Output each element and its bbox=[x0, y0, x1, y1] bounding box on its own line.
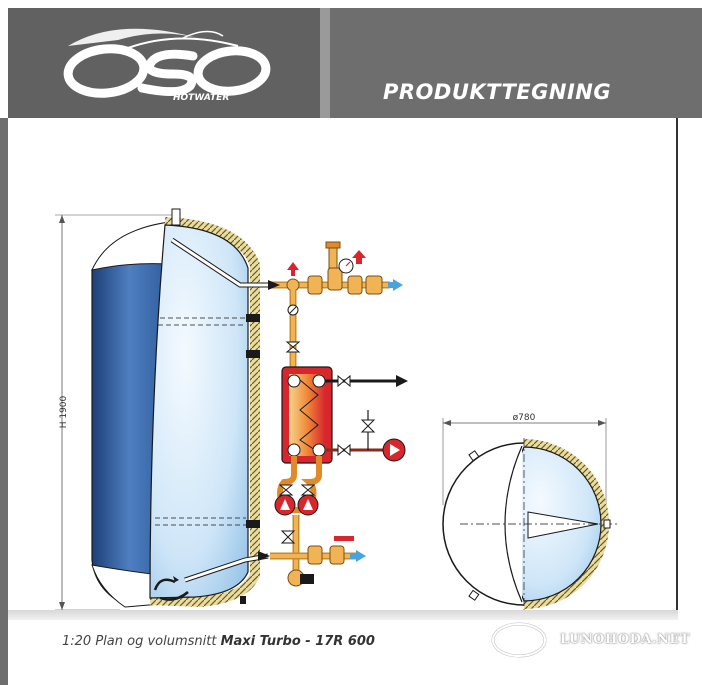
watermark-text: LUNOHODA.NET bbox=[560, 632, 690, 647]
header-bar: HOTWATER PRODUKTTEGNING bbox=[8, 8, 702, 118]
right-frame-line bbox=[676, 118, 678, 618]
ground-band bbox=[8, 610, 678, 620]
watermark-emblem-icon bbox=[491, 622, 547, 658]
hotwater-wordmark: HOTWATER bbox=[173, 93, 229, 103]
cold-in-arrow-top bbox=[388, 279, 403, 291]
drawing-caption: 1:20 Plan og volumsnitt Maxi Turbo - 17R… bbox=[62, 634, 375, 649]
page-title: PRODUKTTEGNING bbox=[383, 80, 612, 104]
hot-relief-arrow bbox=[352, 250, 366, 264]
caption-model: Maxi Turbo - 17R 600 bbox=[220, 634, 375, 649]
tank-side-view bbox=[91, 208, 270, 608]
header-divider bbox=[320, 8, 330, 118]
piping-assembly bbox=[258, 241, 408, 587]
tank-plan-view: ø780 bbox=[442, 413, 618, 612]
hot-out-arrow bbox=[287, 262, 299, 276]
logo-area: HOTWATER bbox=[8, 8, 320, 118]
caption-scale: 1:20 Plan og volumsnitt bbox=[62, 634, 221, 649]
height-label: H 1900 bbox=[59, 395, 69, 428]
oso-logo: HOTWATER bbox=[63, 28, 271, 103]
left-frame-bar bbox=[0, 118, 8, 685]
diameter-label: ø780 bbox=[513, 413, 536, 423]
cold-in-arrow-bottom bbox=[350, 550, 366, 562]
